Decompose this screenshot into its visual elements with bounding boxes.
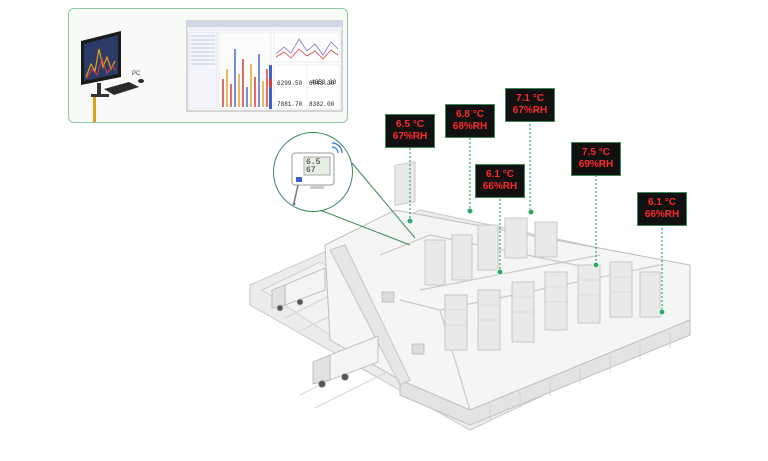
- truck-bottom: [312, 335, 379, 388]
- software-window: [186, 20, 343, 112]
- humidity-reading: 66%RH: [644, 209, 680, 220]
- pc-value: 8382.00: [309, 101, 335, 108]
- sensor-badge: 6.1 °C 66%RH: [475, 164, 525, 198]
- temperature-reading: 7.5 °C: [582, 147, 610, 158]
- temperature-reading: 6.1 °C: [486, 169, 514, 180]
- temperature-reading: 6.1 °C: [648, 197, 676, 208]
- wifi-icon: [331, 142, 343, 154]
- humidity-reading: 69%RH: [578, 159, 614, 170]
- pc-value: 6043.30: [309, 80, 335, 87]
- humidity-reading: 67%RH: [512, 105, 548, 116]
- truck-top: [271, 267, 326, 312]
- pc-value: 6299.50: [277, 80, 303, 87]
- pc-monitoring-panel: PC 6299.50 6043.30 4853.30 7881.70 8382.…: [68, 8, 348, 123]
- sensor-badge: 6.5 °C 67%RH: [385, 114, 435, 148]
- humidity-reading: 66%RH: [482, 181, 518, 192]
- pc-label: PC: [132, 71, 141, 77]
- temperature-reading: 6.8 °C: [456, 109, 484, 120]
- sensor-badge: 6.1 °C 66%RH: [637, 192, 687, 226]
- temperature-reading: 7.1 °C: [516, 93, 544, 104]
- humidity-reading: 67%RH: [392, 131, 428, 142]
- logger-callout: 6.5 67: [273, 132, 353, 212]
- sensor-badge: 7.5 °C 69%RH: [571, 142, 621, 176]
- logger-display: 6.5 67: [306, 158, 321, 175]
- sensor-badge: 6.8 °C 68%RH: [445, 104, 495, 138]
- sensor-badge: 7.1 °C 67%RH: [505, 88, 555, 122]
- pc-value: 7881.70: [277, 101, 303, 108]
- pc-value-extra: 4853.30: [311, 79, 337, 86]
- monitor-icon: [81, 31, 121, 122]
- temperature-reading: 6.5 °C: [396, 119, 424, 130]
- humidity-reading: 68%RH: [452, 121, 488, 132]
